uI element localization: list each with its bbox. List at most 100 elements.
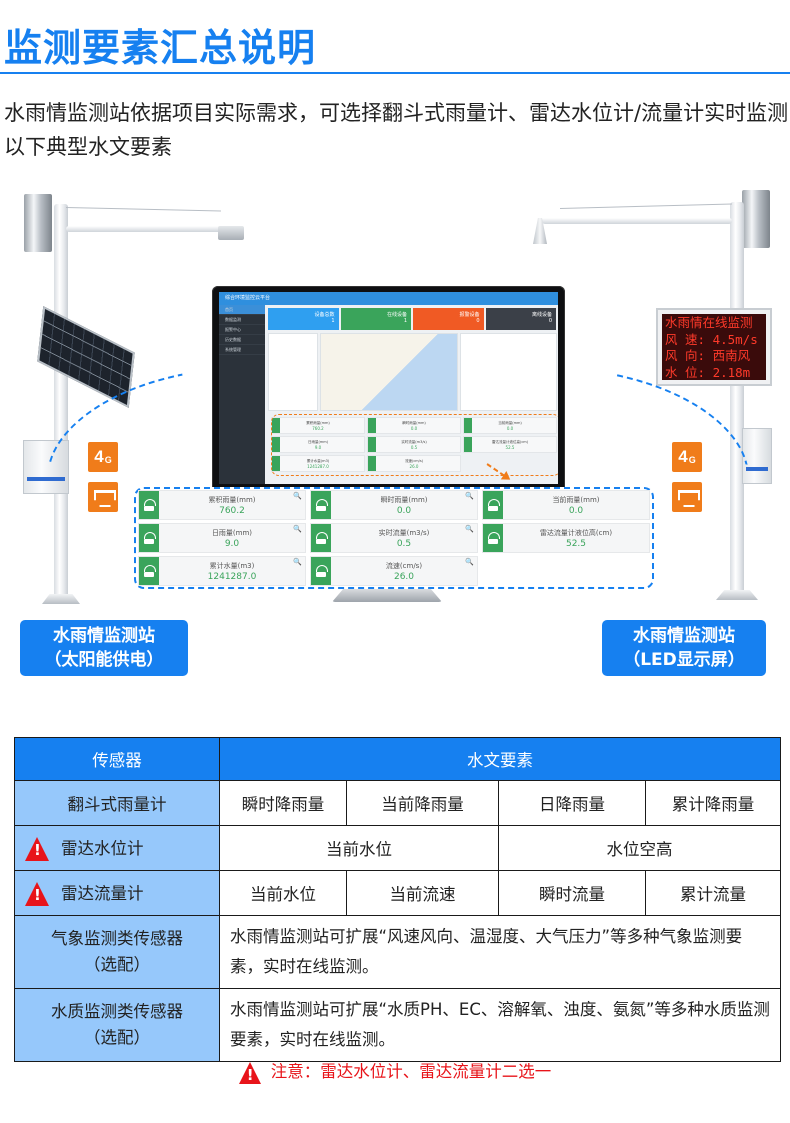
sidebar-item[interactable]: 系统管理 [219,345,265,355]
led-display: 水雨情在线监测 风 速: 4.5m/s 风 向: 西南风 水 位: 2.18m [656,308,772,386]
rain-gauge-icon [742,190,770,248]
element-cell: 累计降雨量 [645,780,781,826]
mini-card: 累积雨量(mm)760.2 [271,417,365,434]
element-cell: 当前水位 [219,825,499,871]
table-row: 水质监测类传感器（选配） 水雨情监测站可扩展“水质PH、EC、溶解氧、浊度、氨氮… [14,988,781,1062]
left-pole [54,204,68,600]
data-card[interactable]: 雷达流量计液位高(cm)52.5 [482,523,650,553]
control-box-icon [23,440,69,494]
table-row: 气象监测类传感器（选配） 水雨情监测站可扩展“风速风向、温湿度、大气压力”等多种… [14,915,781,989]
description-cell: 水雨情监测站可扩展“水质PH、EC、溶解氧、浊度、氨氮”等多种水质监测要素，实时… [219,988,781,1062]
sensor-icon [483,491,503,519]
element-cell: 当前流速 [346,870,499,916]
sensor-icon [139,524,159,552]
sensor-icon [139,491,159,519]
right-station-label: 水雨情监测站 （LED显示屏） [602,620,766,676]
data-card[interactable]: 累积雨量(mm)760.2🔍 [138,490,306,520]
right-pole [730,202,744,598]
empty-slot [482,556,650,586]
header-elements: 水文要素 [219,737,781,781]
mini-card: 日雨量(mm)9.0 [271,436,365,453]
intro-text: 水雨情监测站依据项目实际需求，可选择翻斗式雨量计、雷达水位计/流量计实时监测以下… [4,101,789,159]
search-icon[interactable]: 🔍 [465,492,474,500]
table-row: 雷达水位计 当前水位 水位空高 [14,825,781,871]
sensor-icon [311,524,331,552]
right-pole-base [716,590,758,600]
mini-card: 瞬时雨量(mm)0.0 [367,417,461,434]
description-cell: 水雨情监测站可扩展“风速风向、温湿度、大气压力”等多种气象监测要素，实时在线监测… [219,915,781,989]
warning-icon [25,837,49,862]
sidebar-item[interactable]: 首页 [219,305,265,315]
sensor-icon [311,491,331,519]
table-row: 雷达流量计 当前水位 当前流速 瞬时流量 累计流量 [14,870,781,916]
left-pole-base [42,594,80,604]
mini-card: 累计水量(m3)1241287.0 [271,455,365,472]
mini-card: 雷达流量计液位高(cm)52.5 [463,436,557,453]
map-panel [320,333,458,411]
data-card[interactable]: 流速(cm/s)26.0🔍 [310,556,478,586]
sensor-cell: 雷达流量计 [14,870,220,916]
data-card[interactable]: 实时流量(m3/s)0.5🔍 [310,523,478,553]
search-icon[interactable]: 🔍 [293,558,302,566]
led-line-1: 水雨情在线监测 [665,315,753,330]
dashboard-sidebar: 首页 数据监测 报警中心 历史数据 系统管理 [219,305,265,484]
table-row: 翻斗式雨量计 瞬时降雨量 当前降雨量 日降雨量 累计降雨量 [14,780,781,826]
search-icon[interactable]: 🔍 [293,492,302,500]
search-icon[interactable]: 🔍 [293,525,302,533]
element-cell: 水位空高 [498,825,781,871]
data-cards-panel: 累积雨量(mm)760.2🔍 瞬时雨量(mm)0.0🔍 当前雨量(mm)0.0 … [134,487,654,589]
highlight-outline [271,414,558,476]
data-card[interactable]: 瞬时雨量(mm)0.0🔍 [310,490,478,520]
device-info-panel [460,333,557,411]
sidebar-item[interactable]: 报警中心 [219,325,265,335]
page-title: 监测要素汇总说明 [4,26,317,70]
sensor-icon [483,524,503,552]
left-station-label: 水雨情监测站 （太阳能供电） [20,620,188,676]
data-card[interactable]: 当前雨量(mm)0.0 [482,490,650,520]
sensor-elements-table: 传感器 水文要素 翻斗式雨量计 瞬时降雨量 当前降雨量 日降雨量 累计降雨量 雷… [14,737,781,1062]
mini-card: 当前雨量(mm)0.0 [463,417,557,434]
control-box-icon [742,428,772,484]
led-line-2: 风 速: 4.5m/s [665,331,758,347]
sensor-icon [311,557,331,585]
dashboard-header: 综合环境监控云平台 [219,292,558,305]
led-line-3: 风 向: 西南风 [665,348,751,363]
sensor-cell: 雷达水位计 [14,825,220,871]
table-header-row: 传感器 水文要素 [14,737,781,781]
mini-data-grid: 累积雨量(mm)760.2 瞬时雨量(mm)0.0 当前雨量(mm)0.0 日雨… [271,417,557,472]
device-tree-panel [268,333,318,411]
search-icon[interactable]: 🔍 [465,525,474,533]
camera-icon [218,226,244,240]
sidebar-item[interactable]: 历史数据 [219,335,265,345]
mini-card: 流速(cm/s)26.0 [367,455,461,472]
element-cell: 累计流量 [645,870,781,916]
ethernet-icon [672,482,702,512]
element-cell: 瞬时降雨量 [219,780,347,826]
element-cell: 当前降雨量 [346,780,499,826]
right-arm [542,218,732,224]
data-card[interactable]: 累计水量(m3)1241287.0🔍 [138,556,306,586]
data-card[interactable]: 日雨量(mm)9.0🔍 [138,523,306,553]
sidebar-item[interactable]: 数据监测 [219,315,265,325]
led-line-4: 水 位: 2.18m [665,364,751,380]
left-wire [65,207,221,212]
sensor-icon [139,557,159,585]
sensor-cell: 翻斗式雨量计 [14,780,220,826]
element-cell: 瞬时流量 [498,870,646,916]
sensor-cell: 气象监测类传感器（选配） [14,915,220,989]
element-cell: 当前水位 [219,870,347,916]
header-sensor: 传感器 [14,737,220,781]
sensor-cell: 水质监测类传感器（选配） [14,988,220,1062]
title-bar: 监测要素汇总说明 [0,22,790,74]
warning-icon [238,1061,261,1084]
search-icon[interactable]: 🔍 [465,558,474,566]
rain-gauge-icon [24,194,52,252]
